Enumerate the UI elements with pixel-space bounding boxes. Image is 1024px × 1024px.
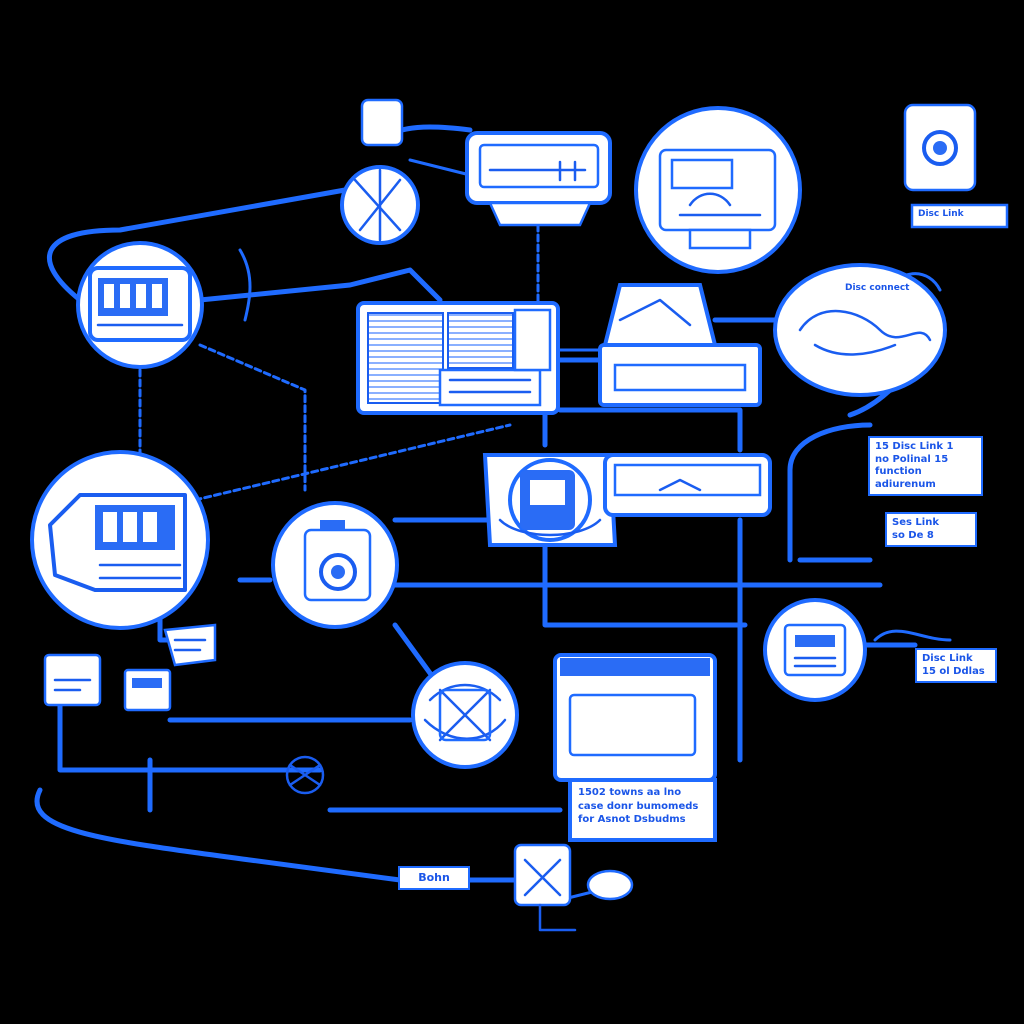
top-right-printer-node [634,106,802,274]
right-bubble-node [773,263,947,397]
right-note-3: Disc Link 15 ol Ddlas [915,648,997,683]
center-right-panel [603,453,772,517]
camera-node [271,501,399,629]
terminal-node [553,653,717,842]
center-printer-node [598,283,762,407]
terminal-caption: 1502 towns aa lno case donr bumomeds for… [578,787,699,825]
left-workstation-node [30,450,210,630]
bottom-camera-node [513,843,634,932]
bottom-tag: Bohn [398,866,470,890]
right-router-node [763,598,867,702]
top-tower-node [340,98,420,245]
right-note-1: 15 Disc Link 1 no Polinal 15 function ad… [868,436,983,496]
top-panel-node [465,131,612,227]
bubble-caption: Disc connect [845,283,910,293]
globe-node [411,661,519,769]
center-hub-node [482,453,618,547]
top-right-caption: Disc Link [918,209,964,219]
bottom-left-devices [43,623,325,795]
top-corner-device [903,103,1009,229]
right-note-2: Ses Link so De 8 [885,512,977,547]
center-server-rack [356,301,560,415]
left-router-node [76,241,204,369]
